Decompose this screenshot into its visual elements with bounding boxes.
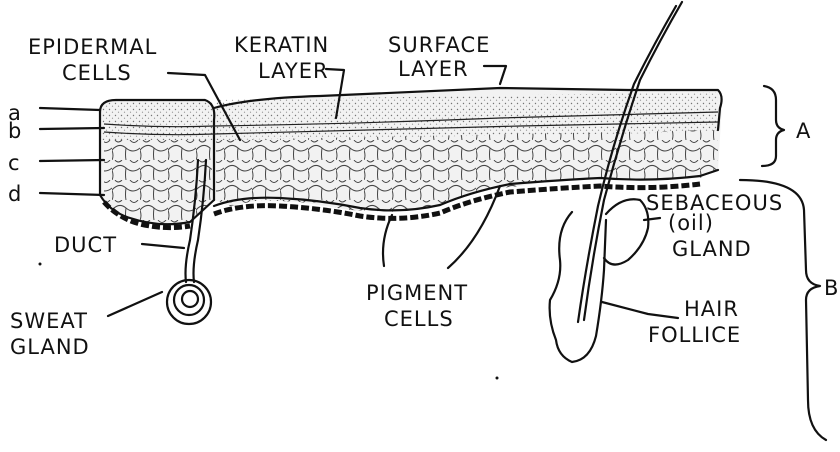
label-section-a: A — [796, 119, 811, 143]
sebaceous-gland-shape — [604, 199, 648, 264]
hair-follicle-shape — [550, 2, 682, 362]
label-layer-c: c — [8, 151, 21, 175]
stray-dot — [39, 263, 42, 266]
label-duct: DUCT — [54, 233, 117, 257]
label-sweat: SWEAT — [10, 309, 88, 333]
label-keratin: KERATIN — [234, 33, 329, 57]
brackets — [740, 86, 826, 440]
label-surface: SURFACE — [388, 33, 490, 57]
label-hair: HAIR — [684, 297, 739, 321]
label-pigment-cells: CELLS — [384, 307, 454, 331]
label-oil: (oil) — [668, 211, 714, 235]
label-epidermal: EPIDERMAL — [28, 35, 157, 59]
stray-dot — [496, 377, 499, 380]
label-sebaceous-gland: GLAND — [672, 237, 752, 261]
label-epidermal-cells: CELLS — [62, 61, 132, 85]
label-pigment: PIGMENT — [366, 281, 468, 305]
label-layer-b: b — [8, 119, 22, 143]
label-surface-layer: LAYER — [398, 57, 469, 81]
label-keratin-layer: LAYER — [258, 59, 329, 83]
label-sebaceous: SEBACEOUS — [646, 191, 783, 215]
label-layer-d: d — [8, 182, 22, 206]
label-sweat-gland: GLAND — [10, 335, 90, 359]
label-follice: FOLLICE — [648, 323, 741, 347]
label-section-b: B — [824, 276, 839, 300]
